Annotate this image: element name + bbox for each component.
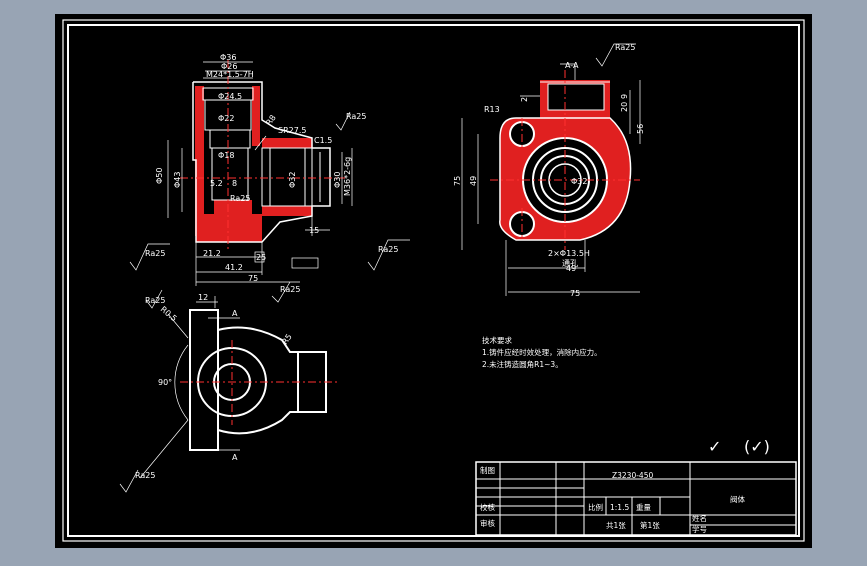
section-mark-a-bottom: A — [232, 453, 238, 462]
dim-d24-5: Φ24.5 — [218, 92, 242, 101]
dim-9: 9 — [620, 94, 629, 99]
dim-d32-aa: Φ32 — [571, 177, 587, 186]
roughness-symbol-aa — [595, 43, 636, 67]
dim-d36: Φ36 — [220, 53, 236, 62]
dim-21: 21.2 — [203, 249, 221, 258]
section-title: A-A — [565, 61, 579, 70]
roughness-b2: Ra25 — [145, 296, 165, 305]
label-checked: 校核 — [480, 502, 495, 512]
dim-41: 41.2 — [225, 263, 243, 272]
dim-75-aa: 75 — [453, 176, 462, 186]
label-name: 姓名 — [692, 513, 707, 523]
dim-d32: Φ32 — [288, 172, 297, 188]
drawing-sheet — [55, 14, 812, 548]
title-block — [475, 461, 797, 536]
dim-15: 15 — [309, 226, 319, 235]
technical-notes: 技术要求 1.铸件应经时效处理，消除内应力。 2.未注铸造圆角R1~3。 — [482, 335, 602, 369]
dim-d50: Φ50 — [155, 168, 164, 184]
roughness-symbols-b — [119, 289, 163, 493]
dim-sr: SR27.5 — [278, 126, 306, 135]
dim-m36: M36*2-6g — [343, 157, 352, 196]
roughness-5: Ra25 — [280, 285, 300, 294]
sheets-total: 共1张 — [606, 521, 626, 530]
front-section-dims: Φ36 Φ26 M24*1.5-7H Φ24.5 Φ22 Φ18 5.2 8 Φ… — [155, 53, 352, 283]
roughness-3: Ra25 — [145, 249, 165, 258]
dim-c: C1.5 — [314, 136, 332, 145]
check-mark-1: ✓ — [708, 437, 721, 456]
dim-d43: Φ43 — [173, 172, 182, 188]
dim-d18: Φ18 — [218, 151, 234, 160]
ratio-value: 1:1.5 — [610, 503, 629, 512]
section-a-a-view — [461, 63, 641, 296]
front-roughness: Ra25 Ra25 Ra25 Ra25 Ra25 — [145, 112, 398, 294]
dim-49-aa: 49 — [469, 176, 478, 186]
dim-75: 75 — [248, 274, 258, 283]
roughness-4: Ra25 — [378, 245, 398, 254]
label-id: 学号 — [692, 524, 707, 534]
label-drawn: 制图 — [480, 465, 495, 475]
dim-2: 2 — [520, 97, 529, 102]
dim-12: 12 — [198, 293, 208, 302]
section-hatch — [195, 86, 312, 242]
section-mark-a-top: A — [232, 309, 238, 318]
label-approved: 审核 — [480, 518, 495, 528]
dim-d26: Φ26 — [221, 62, 237, 71]
section-a-a-dims: A-A R13 Φ32 75 49 2 9 20 56 2×Φ13.5H 通孔 … — [453, 43, 645, 298]
notes-line-1: 1.铸件应经时效处理，消除内应力。 — [482, 347, 602, 357]
label-ratio: 比例 — [588, 502, 603, 512]
corner-marks: ✓ (✓) — [708, 437, 770, 456]
dim-5-2: 5.2 — [210, 179, 223, 188]
dim-hole: 2×Φ13.5H — [548, 249, 590, 258]
top-view — [139, 296, 340, 479]
center-lines — [180, 60, 345, 250]
dim-angle: 90° — [158, 378, 172, 387]
title-block-text: 制图 校核 审核 Z3230-450 比例 1:1.5 重量 共1张 第1张 阀… — [480, 465, 745, 534]
dim-56: 56 — [636, 124, 645, 134]
part-title: 阀体 — [730, 494, 745, 504]
dim-49-bottom: 49 — [566, 264, 576, 273]
dim-25: 25 — [256, 253, 266, 262]
dim-m24: M24*1.5-7H — [206, 70, 254, 79]
front-section-view — [167, 60, 353, 286]
dim-8: 8 — [232, 179, 237, 188]
dim-20: 20 — [620, 102, 629, 112]
label-weight: 重量 — [636, 503, 651, 512]
part-name: Z3230-450 — [612, 471, 653, 480]
roughness-aa: Ra25 — [615, 43, 635, 52]
notes-line-2: 2.未注铸造圆角R1~3。 — [482, 359, 563, 369]
check-mark-2: (✓) — [744, 437, 770, 456]
dim-75-bottom: 75 — [570, 289, 580, 298]
sheet-border-outer — [62, 19, 805, 542]
sheet-number: 第1张 — [640, 520, 660, 530]
dim-d22: Φ22 — [218, 114, 234, 123]
roughness-1: Ra25 — [346, 112, 366, 121]
dim-r13: R13 — [484, 105, 500, 114]
notes-heading: 技术要求 — [482, 335, 512, 345]
dim-tong: 通孔 — [562, 258, 578, 268]
dim-d30: Φ30 — [333, 172, 342, 188]
roughness-2: Ra25 — [230, 194, 250, 203]
roughness-b1: Ra25 — [135, 471, 155, 480]
sheet-border-inner — [67, 24, 800, 537]
roughness-symbols — [129, 111, 410, 303]
